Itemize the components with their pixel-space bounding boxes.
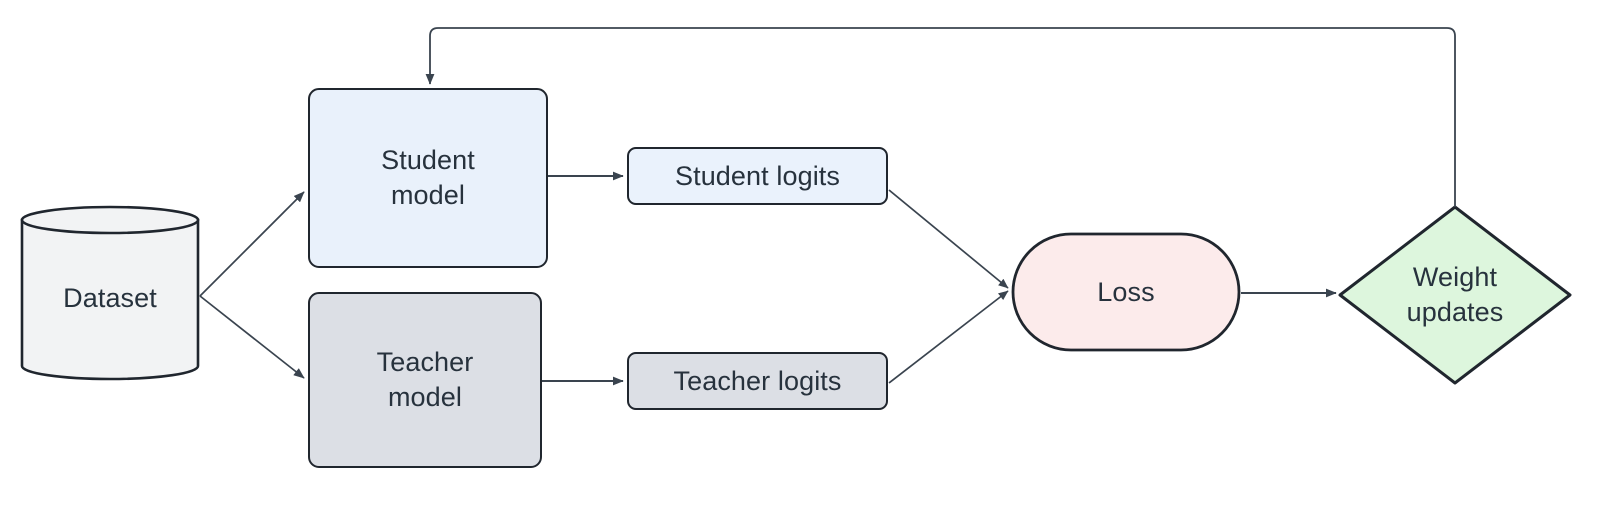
node-teacher-model[interactable] bbox=[308, 292, 542, 468]
dataset-cylinder-shape bbox=[20, 205, 200, 381]
node-student-logits[interactable] bbox=[627, 147, 888, 205]
edge-teacher-logits-to-loss bbox=[888, 290, 1009, 384]
weight-updates-diamond-shape bbox=[1338, 205, 1572, 385]
edge-dataset-to-teacher-model bbox=[199, 295, 305, 379]
edge-weight-updates-to-student-model bbox=[425, 27, 1456, 207]
node-student-model[interactable] bbox=[308, 88, 548, 268]
loss-pill-shape bbox=[1011, 232, 1241, 352]
node-teacher-logits[interactable] bbox=[627, 352, 888, 410]
edge-dataset-to-student-model bbox=[199, 191, 305, 297]
edge-student-logits-to-loss bbox=[888, 189, 1009, 289]
